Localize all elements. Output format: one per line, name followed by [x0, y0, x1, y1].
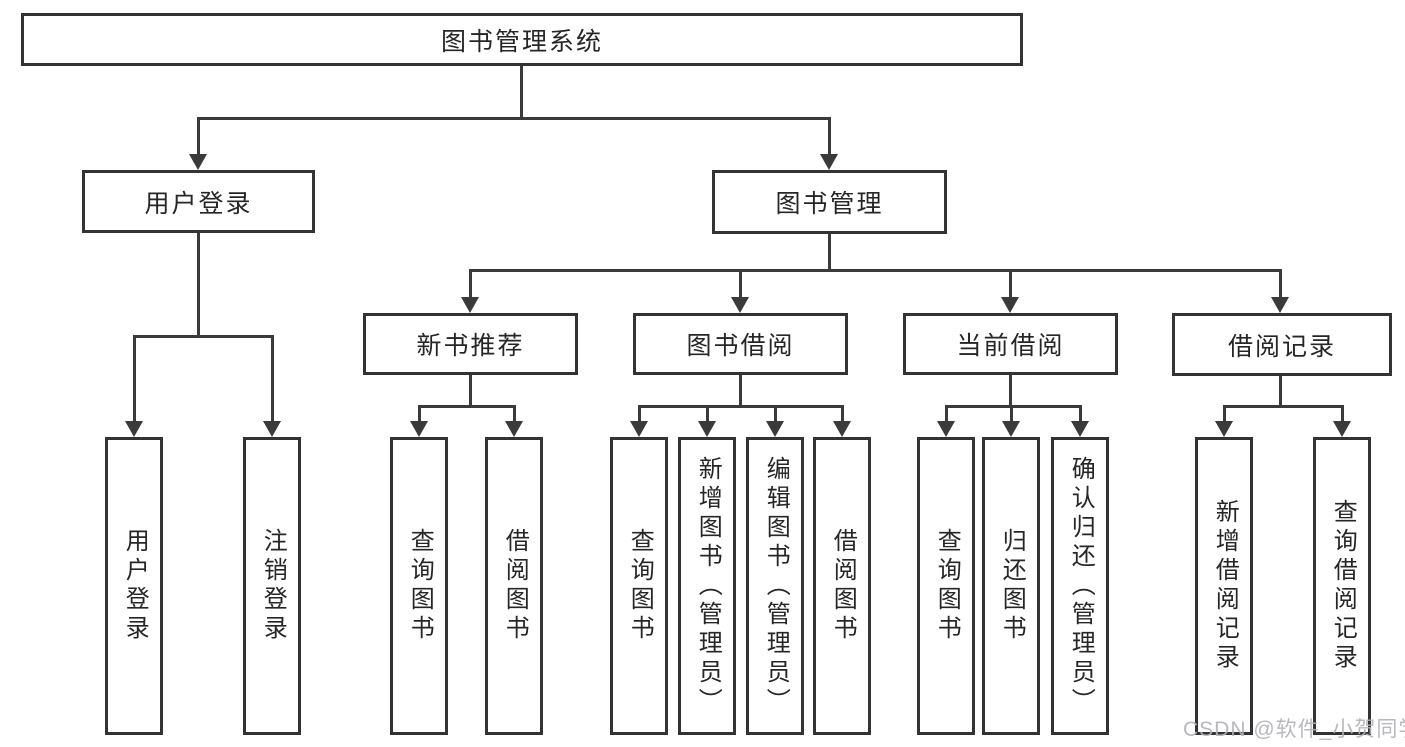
connector-stem-leaf: [774, 405, 777, 421]
connector-stem-leaf: [1079, 405, 1082, 421]
connector-stem-leaf: [638, 405, 641, 421]
connector-trunk-current-borrow: [1009, 375, 1012, 407]
arrow-down-icon: [833, 421, 851, 437]
arrow-down-icon: [1333, 421, 1351, 437]
arrow-down-icon: [125, 421, 143, 437]
node-current-borrow: 当前借阅: [903, 313, 1118, 375]
leaf-edit-books-admin: 编辑图书（管理员）: [746, 437, 804, 735]
connector-stem-borrow-records: [1279, 269, 1282, 297]
connector-split-current-borrow: [945, 405, 1082, 408]
arrow-down-icon: [1215, 421, 1233, 437]
leaf-query-books-current: 查询图书: [917, 437, 975, 735]
node-user-login: 用户登录: [82, 170, 315, 233]
arrow-down-icon: [1002, 421, 1020, 437]
connector-user-login-split: [133, 335, 274, 338]
connector-stem-leaf: [513, 405, 516, 421]
connector-level2-split: [197, 117, 831, 120]
connector-stem-new-book: [469, 269, 472, 297]
arrow-down-icon: [1271, 297, 1289, 313]
connector-split-new-book: [418, 405, 516, 408]
connector-stem-book-borrow: [739, 269, 742, 297]
arrow-down-icon: [766, 421, 784, 437]
leaf-user-login: 用户登录: [105, 437, 163, 735]
connector-trunk-borrow-records: [1279, 375, 1282, 407]
node-new-book-recommend: 新书推荐: [363, 313, 578, 375]
arrow-down-icon: [1071, 421, 1089, 437]
connector-book-management-trunk: [828, 234, 831, 272]
leaf-add-borrow-record: 新增借阅记录: [1195, 437, 1253, 735]
connector-stem-leaf: [706, 405, 709, 421]
leaf-query-books-recommend: 查询图书: [390, 437, 448, 735]
connector-user-login-trunk: [197, 233, 200, 337]
connector-stem-leaf: [945, 405, 948, 421]
leaf-query-borrow-record: 查询借阅记录: [1313, 437, 1371, 735]
node-book-management: 图书管理: [712, 170, 947, 234]
leaf-add-books-admin: 新增图书（管理员）: [678, 437, 736, 735]
connector-stem-leaf: [1341, 405, 1344, 421]
leaf-borrow-books: 借阅图书: [813, 437, 871, 735]
arrow-down-icon: [461, 297, 479, 313]
arrow-down-icon: [937, 421, 955, 437]
leaf-query-books-borrow: 查询图书: [610, 437, 668, 735]
arrow-down-icon: [263, 421, 281, 437]
arrow-down-icon: [698, 421, 716, 437]
node-library-management-system: 图书管理系统: [21, 13, 1023, 66]
leaf-logout: 注销登录: [243, 437, 301, 735]
connector-level3-split: [469, 269, 1282, 272]
connector-stem-leaf-logout: [271, 335, 274, 421]
arrow-down-icon: [820, 154, 838, 170]
connector-stem-leaf-user-login: [133, 335, 136, 421]
connector-trunk-new-book: [469, 375, 472, 407]
watermark: CSDN @软件_小贺同学: [1183, 718, 1405, 741]
connector-stem-leaf: [1223, 405, 1226, 421]
arrow-down-icon: [1001, 297, 1019, 313]
leaf-confirm-return-admin: 确认归还（管理员）: [1051, 437, 1109, 735]
arrow-down-icon: [505, 421, 523, 437]
arrow-down-icon: [630, 421, 648, 437]
connector-root-trunk: [520, 66, 523, 119]
leaf-borrow-books-recommend: 借阅图书: [485, 437, 543, 735]
arrow-down-icon: [189, 154, 207, 170]
connector-stem-current-borrow: [1009, 269, 1012, 297]
connector-trunk-book-borrow: [739, 375, 742, 407]
connector-stem-leaf: [841, 405, 844, 421]
connector-split-book-borrow: [638, 405, 844, 408]
connector-stem-book-management: [828, 117, 831, 155]
connector-stem-user-login: [197, 117, 200, 155]
connector-stem-leaf: [418, 405, 421, 421]
leaf-return-books: 归还图书: [982, 437, 1040, 735]
node-book-borrow: 图书借阅: [633, 313, 848, 375]
arrow-down-icon: [410, 421, 428, 437]
node-borrow-records: 借阅记录: [1172, 313, 1392, 376]
arrow-down-icon: [731, 297, 749, 313]
connector-split-borrow-records: [1223, 405, 1344, 408]
connector-stem-leaf: [1010, 405, 1013, 421]
